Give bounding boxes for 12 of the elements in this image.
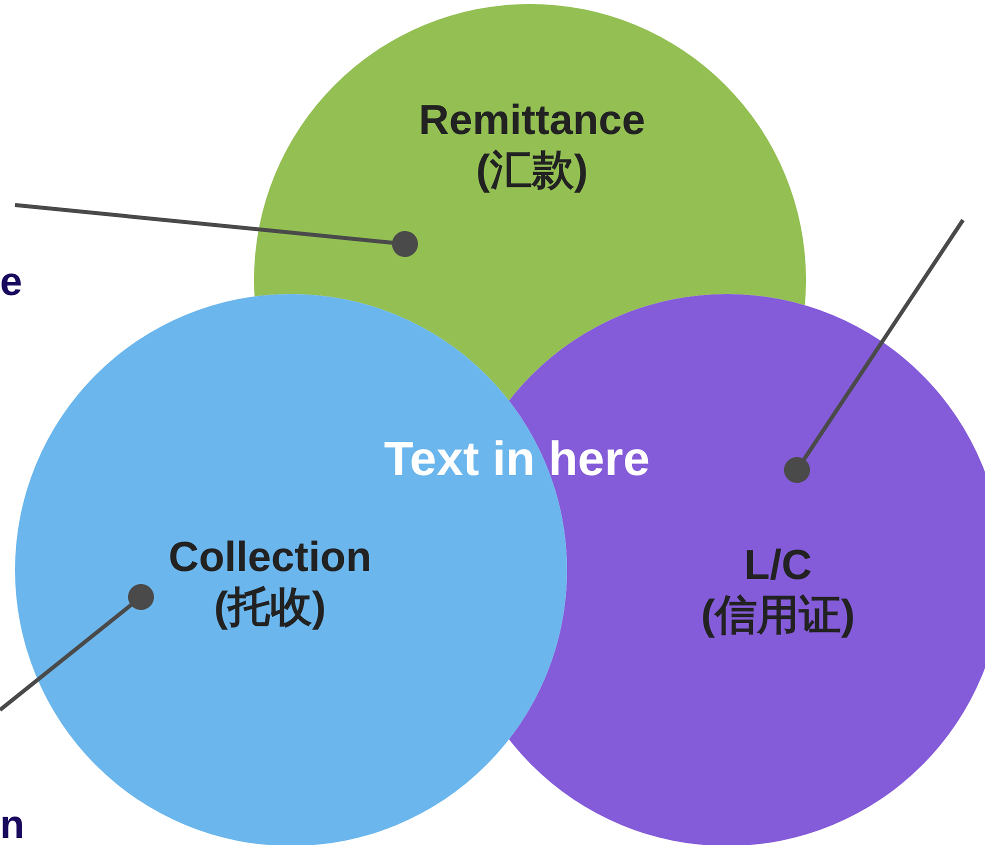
circle-subtitle: (托收) bbox=[214, 582, 326, 632]
center-text: Text in here bbox=[384, 436, 650, 484]
circle-title: Collection bbox=[168, 532, 372, 582]
circle-title: L/C bbox=[744, 540, 812, 590]
partial-text: n bbox=[0, 805, 24, 845]
leader-line bbox=[14, 203, 418, 257]
circle-subtitle: (汇款) bbox=[476, 145, 588, 195]
leader-line bbox=[0, 584, 154, 712]
circle-subtitle: (信用证) bbox=[701, 590, 855, 640]
leader-line bbox=[784, 218, 965, 483]
partial-text: e bbox=[0, 262, 22, 302]
circle-title: Remittance bbox=[418, 95, 646, 145]
